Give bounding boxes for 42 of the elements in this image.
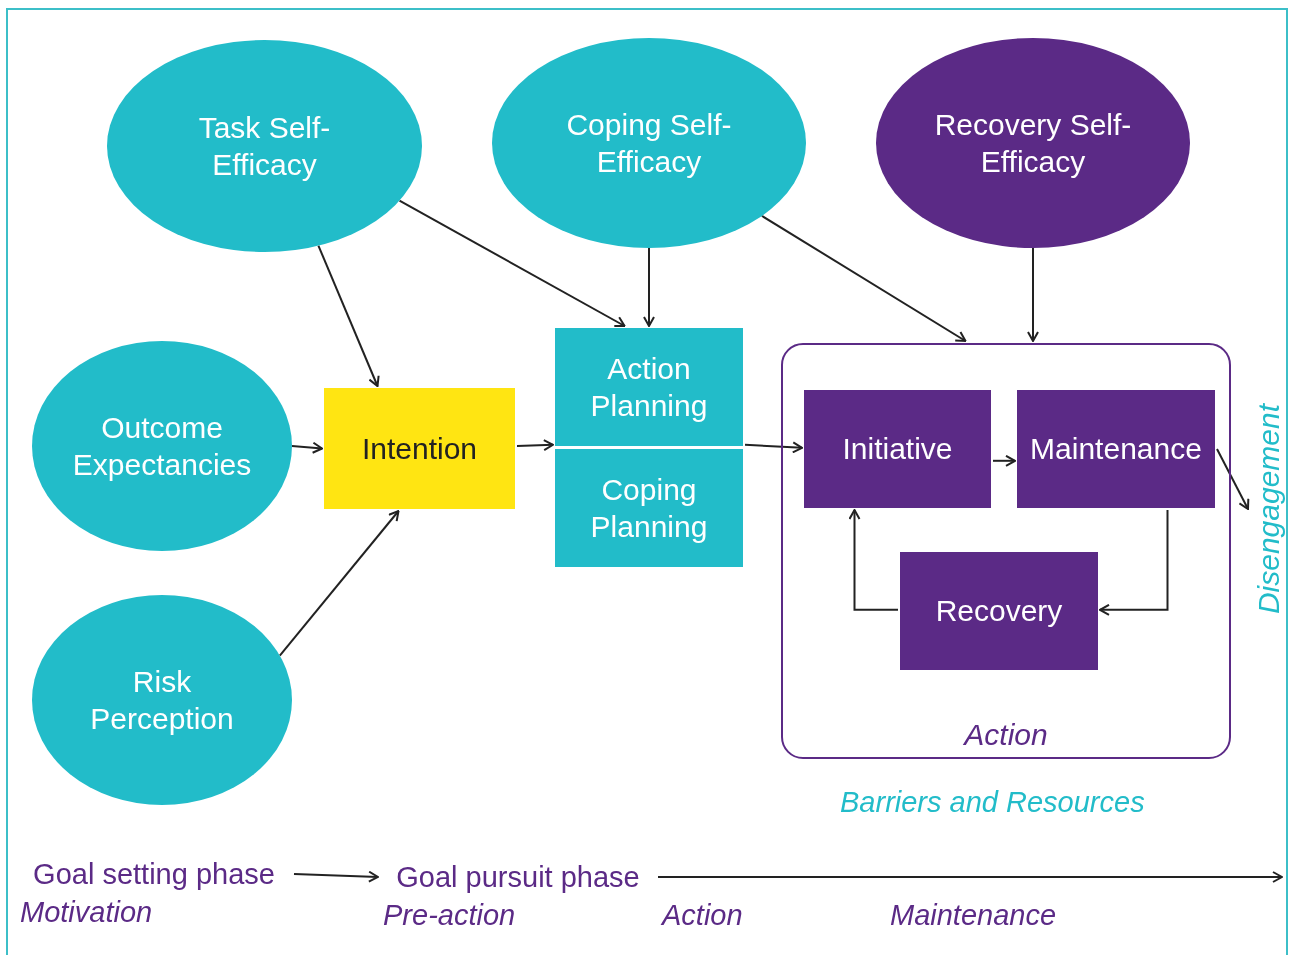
arrow [516, 439, 554, 452]
arrow [1216, 448, 1250, 510]
arrow [760, 214, 967, 342]
arrow [317, 244, 380, 387]
process-box [900, 552, 1098, 670]
arrow [992, 454, 1016, 467]
node-label: Action Planning [589, 350, 709, 424]
arrow [744, 441, 803, 454]
vertical-label: Disengagement [1250, 384, 1288, 634]
node-label: Coping Self-Efficacy [565, 106, 733, 180]
node-label: Initiative [842, 431, 953, 468]
phase-note: Pre-action [383, 899, 516, 932]
arrow [848, 509, 899, 611]
process-box [804, 390, 991, 508]
group-frame [781, 343, 1231, 759]
arrow [293, 870, 379, 883]
node-label: Task Self-Efficacy [197, 109, 332, 183]
phase-note: Maintenance [890, 899, 1057, 932]
process-box [555, 328, 743, 446]
phase-note: Action [662, 899, 743, 932]
node-label: Recovery Self-Efficacy [933, 106, 1133, 180]
arrow [1099, 509, 1169, 616]
node-label: Outcome Expectancies [72, 409, 252, 483]
process-box [1017, 390, 1215, 508]
node-label: Recovery [935, 593, 1063, 630]
arrow [291, 441, 323, 454]
node-label: Coping Planning [589, 471, 709, 545]
arrow [643, 247, 655, 327]
group-title: Action [964, 716, 1048, 753]
node-label: Maintenance [1030, 431, 1202, 468]
node-label: Risk Perception [89, 663, 235, 737]
phase-label: Goal setting phase [16, 855, 292, 893]
process-box [324, 388, 515, 509]
phase-note: Barriers and Resources [840, 786, 1145, 819]
node-label: Intention [361, 430, 478, 467]
arrow [278, 510, 400, 657]
arrow [398, 199, 626, 327]
arrow [1027, 247, 1039, 342]
phase-note: Motivation [20, 896, 153, 929]
phase-label: Goal pursuit phase [380, 858, 656, 896]
arrow [657, 871, 1283, 883]
process-box [555, 449, 743, 567]
